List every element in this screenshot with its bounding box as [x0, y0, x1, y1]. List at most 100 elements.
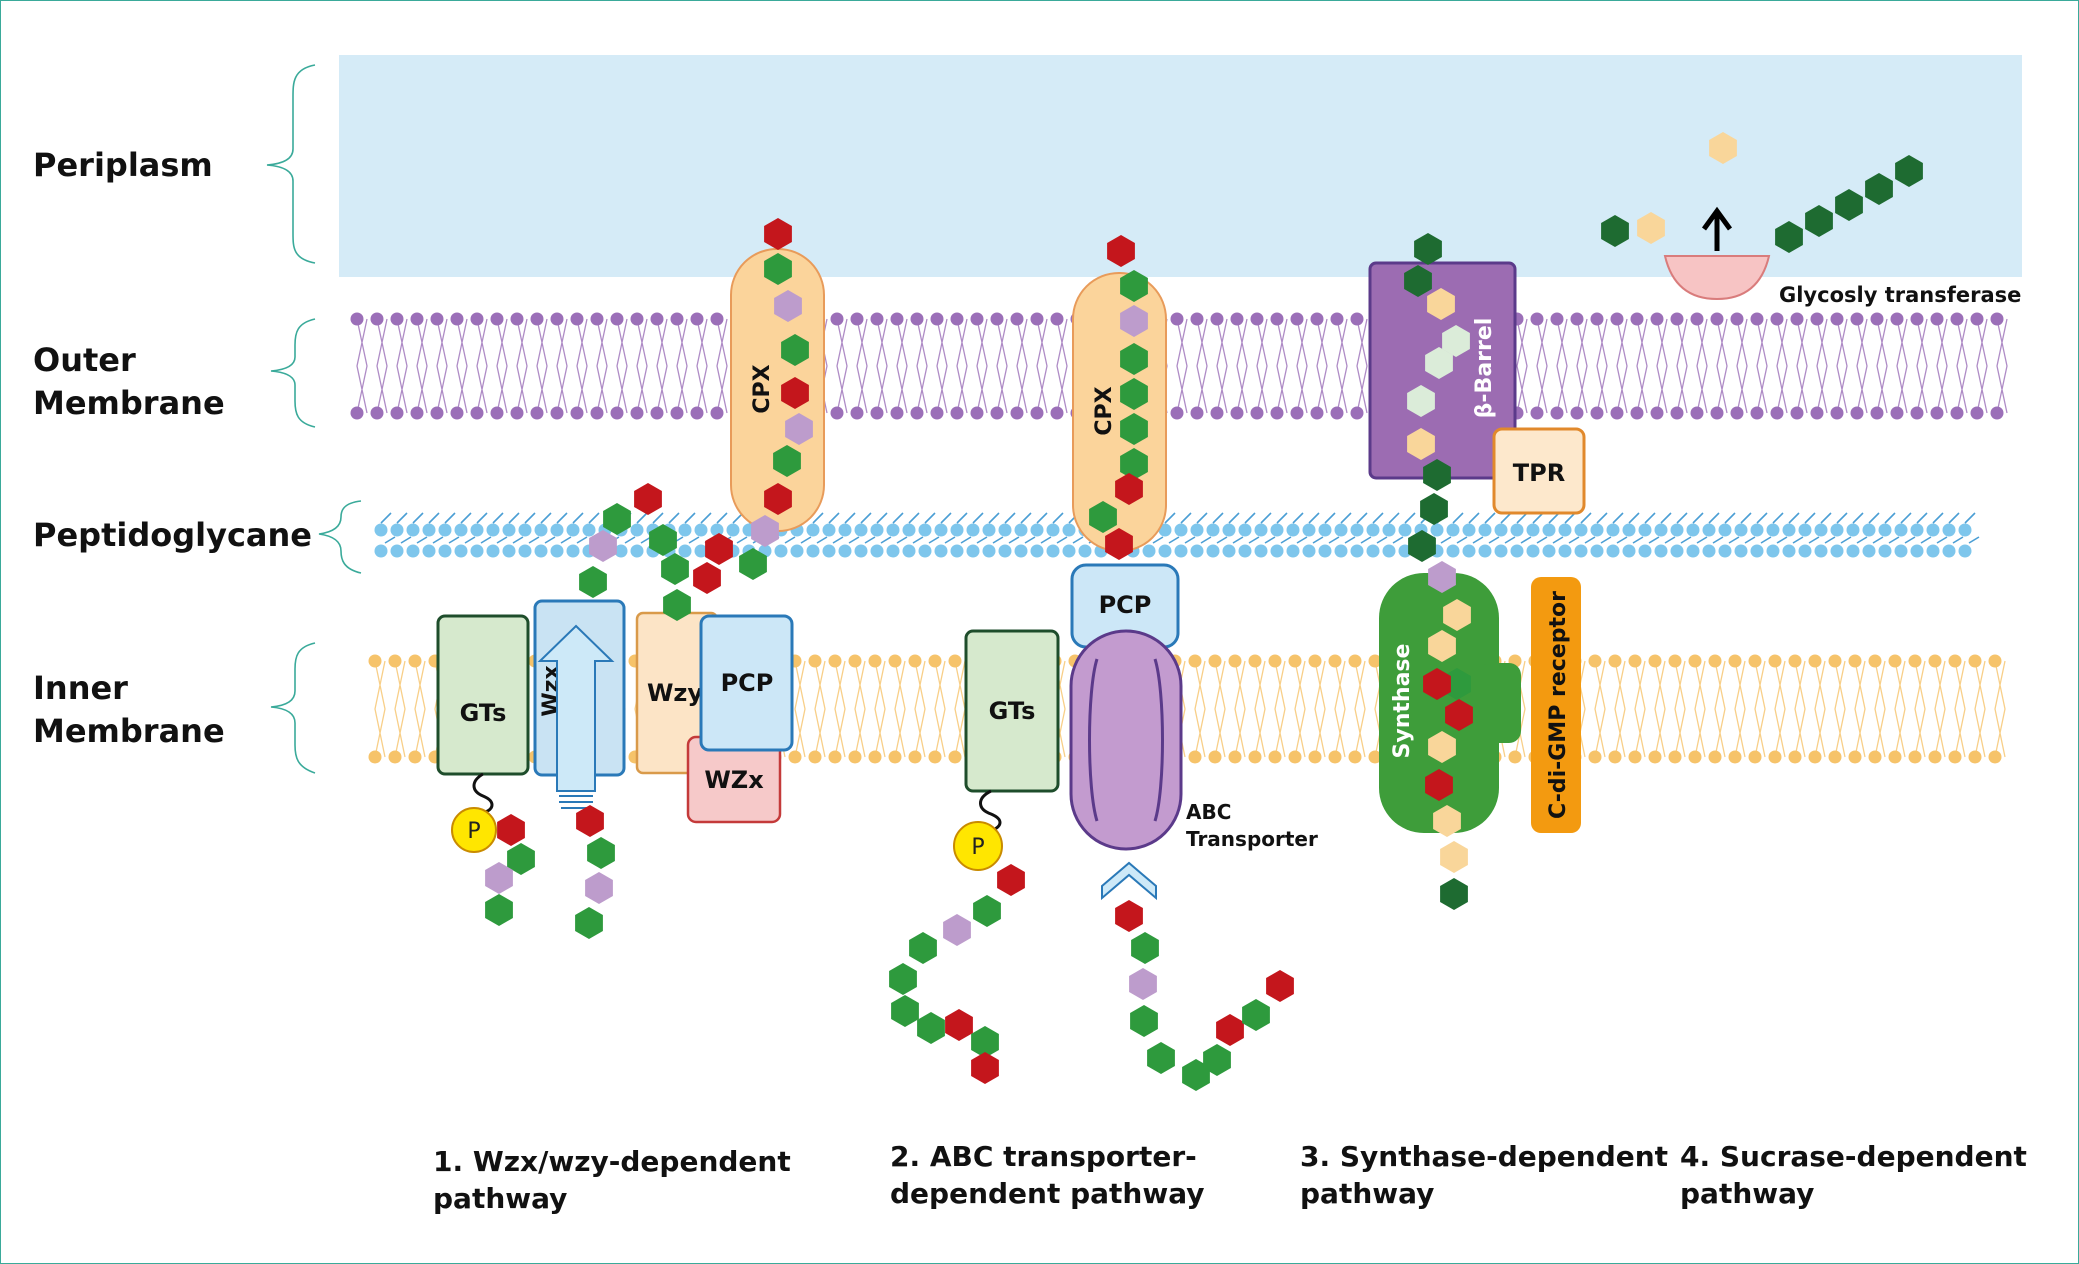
sugar-hexagon	[1120, 270, 1148, 302]
sugar-hexagon	[576, 805, 604, 837]
pg-unit-bottom	[1878, 544, 1892, 558]
sugar-hexagon	[1425, 347, 1453, 379]
pg-unit-bottom	[502, 544, 516, 558]
pathway-1-caption-1: 1. Wzx/wzy-dependent	[433, 1145, 791, 1178]
outer-lipid-head-bottom	[530, 406, 544, 420]
sugar-hexagon	[663, 589, 691, 621]
pg-unit-bottom	[1846, 544, 1860, 558]
lipid-linker-2	[979, 789, 1002, 833]
outer-lipid-head-bottom	[1690, 406, 1704, 420]
outer-lipid-head-bottom	[1010, 406, 1024, 420]
pg-unit-top	[902, 523, 916, 537]
outer-lipid-head-bottom	[990, 406, 1004, 420]
inner-lipid-head-top	[908, 654, 922, 668]
sugar-hexagon	[603, 503, 631, 535]
pg-unit-bottom	[1286, 544, 1300, 558]
outer-lipid-head-bottom	[1850, 406, 1864, 420]
sugar-hexagon	[1805, 205, 1833, 237]
inner-lipid-head-top	[1988, 654, 2002, 668]
pg-unit-bottom	[1190, 544, 1204, 558]
sugar-hexagon	[764, 483, 792, 515]
sugar-hexagon	[1242, 999, 1270, 1031]
sugar-hexagon	[1115, 473, 1143, 505]
inner-lipid-head-bottom	[1308, 750, 1322, 764]
pg-unit-top	[1958, 523, 1972, 537]
sugar-hexagon	[909, 932, 937, 964]
pg-unit-bottom	[1446, 544, 1460, 558]
outer-lipid-head-top	[1870, 312, 1884, 326]
outer-lipid-head-bottom	[890, 406, 904, 420]
periplasm-region	[339, 55, 2022, 277]
pg-unit-top	[1062, 523, 1076, 537]
outer-lipid-head-bottom	[450, 406, 464, 420]
sugar-hexagon	[971, 1052, 999, 1084]
outer-lipid-head-top	[430, 312, 444, 326]
pg-unit-top	[854, 523, 868, 537]
pg-unit-top	[918, 523, 932, 537]
pcp-1-label: PCP	[721, 669, 774, 697]
outer-lipid-head-top	[1930, 312, 1944, 326]
pg-unit-bottom	[822, 544, 836, 558]
outer-lipid-head-top	[590, 312, 604, 326]
outer-lipid-head-bottom	[690, 406, 704, 420]
pg-unit-top	[1622, 523, 1636, 537]
pg-unit-bottom	[806, 544, 820, 558]
wzx-arrow-stripes	[559, 795, 593, 809]
sugar-hexagon	[1407, 385, 1435, 417]
pg-unit-top	[1894, 523, 1908, 537]
outer-lipid-head-top	[1010, 312, 1024, 326]
outer-lipid-head-top	[1830, 312, 1844, 326]
pg-unit-bottom	[422, 544, 436, 558]
pg-unit-top	[1526, 523, 1540, 537]
inner-lipid-head-bottom	[1868, 750, 1882, 764]
inner-lipid-head-bottom	[788, 750, 802, 764]
outer-lipid-head-top	[450, 312, 464, 326]
pg-unit-bottom	[1894, 544, 1908, 558]
pg-unit-top	[550, 523, 564, 537]
inner-lipid-head-bottom	[808, 750, 822, 764]
inner-lipid-head-bottom	[1508, 750, 1522, 764]
synthase-protein	[1379, 573, 1499, 833]
pg-unit-top	[1830, 523, 1844, 537]
pg-unit-top	[518, 523, 532, 537]
pg-unit-top	[1750, 523, 1764, 537]
sugar-hexagon	[1414, 233, 1442, 265]
inner-lipid-head-top	[1848, 654, 1862, 668]
outer-lipid-head-top	[1330, 312, 1344, 326]
pg-unit-bottom	[390, 544, 404, 558]
pg-unit-bottom	[1174, 544, 1188, 558]
pg-unit-bottom	[1238, 544, 1252, 558]
pg-unit-bottom	[614, 544, 628, 558]
sugar-hexagon	[579, 566, 607, 598]
inner-lipid-head-bottom	[908, 750, 922, 764]
inner-lipid-head-bottom	[1928, 750, 1942, 764]
sugar-hexagon	[997, 864, 1025, 896]
outer-lipid-head-bottom	[670, 406, 684, 420]
pg-unit-top	[1510, 523, 1524, 537]
pg-unit-bottom	[1382, 544, 1396, 558]
pg-unit-bottom	[566, 544, 580, 558]
pg-unit-top	[1574, 523, 1588, 537]
pg-unit-bottom	[854, 544, 868, 558]
pathway-2-caption-1: 2. ABC transporter-	[890, 1140, 1197, 1173]
inner-lipid-head-bottom	[1748, 750, 1762, 764]
sugar-hexagon	[1428, 731, 1456, 763]
sugar-hexagon	[1423, 668, 1451, 700]
pg-unit-top	[870, 523, 884, 537]
sugar-hexagon	[1266, 970, 1294, 1002]
pg-unit-top	[1446, 523, 1460, 537]
pg-unit-top	[1462, 523, 1476, 537]
sugar-hexagon	[649, 524, 677, 556]
sugar-hexagon	[1445, 699, 1473, 731]
inner-lipid-head-bottom	[1668, 750, 1682, 764]
pathway-4-sucrase: Glycosly transferase	[1663, 206, 2021, 307]
pg-unit-top	[454, 523, 468, 537]
pg-unit-bottom	[630, 544, 644, 558]
pg-unit-top	[374, 523, 388, 537]
sugar-hexagon	[1147, 1042, 1175, 1074]
layer-labels: Periplasm Outer Membrane Peptidoglycane …	[33, 146, 312, 750]
outer-lipid-head-bottom	[710, 406, 724, 420]
inner-lipid-head-bottom	[1908, 750, 1922, 764]
pg-unit-top	[838, 523, 852, 537]
pg-unit-bottom	[1830, 544, 1844, 558]
